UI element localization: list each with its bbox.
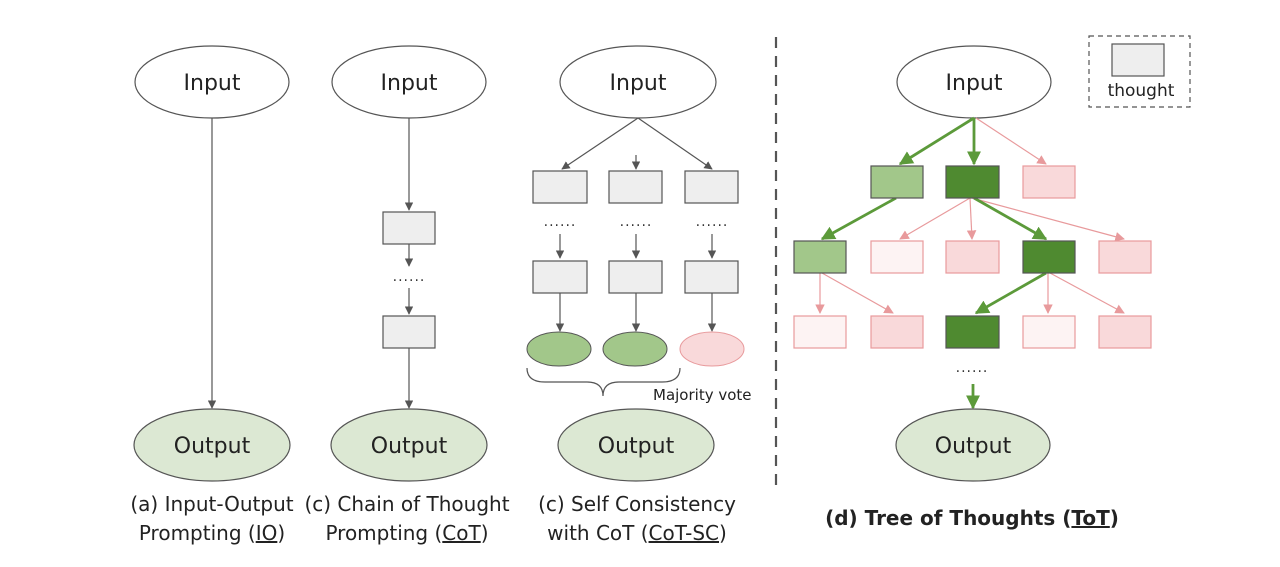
caption-cotsc-line2-post: ) [719,521,727,545]
cotsc-input-label: Input [610,71,667,96]
cotsc-branch-right [637,117,713,170]
caption-cotsc-line1: (c) Self Consistency [538,492,736,516]
caption-cot-line2-pre: Prompting ( [325,521,443,545]
tot-edge-pruned [899,197,971,240]
caption-cotsc-line2: with CoT (CoT-SC) [527,519,747,548]
tot-thought-l2-c [945,240,1000,274]
tot-thought-l3-a [793,315,847,349]
tot-thought-l2-b [870,240,924,274]
tot-input-label: Input [946,71,1003,96]
cotsc-branch-left [561,117,639,170]
caption-cot-line2-post: ) [480,521,489,545]
tot-thought-l2-a [793,240,847,274]
tot-thought-l3-e [1098,315,1152,349]
majority-vote-brace [526,367,681,397]
legend: thought [1088,35,1191,108]
caption-cot: (c) Chain of Thought Prompting (CoT) [297,490,517,548]
caption-tot: (d) Tree of Thoughts (ToT) [812,504,1132,533]
cotsc-thought-m1 [608,170,663,204]
legend-border [1088,35,1191,108]
tot-edge-pruned [966,197,977,240]
caption-tot-abbr: ToT [1071,506,1110,530]
tot-edge-selected [898,116,975,166]
caption-cot-abbr: CoT [442,521,481,545]
caption-io-line2-post: ) [277,521,286,545]
cotsc-answer-r [679,331,745,367]
cot-output-label: Output [371,434,448,459]
caption-cotsc-line2-pre: with CoT ( [547,521,649,545]
cot-diagram: Input ...... Output [330,45,488,482]
caption-cotsc: (c) Self Consistency with CoT (CoT-SC) [527,490,747,548]
tot-edge-selected [974,271,1047,315]
io-output-node [133,408,291,482]
cotsc-thought-l1 [532,170,588,204]
tot-output-label: Output [935,434,1012,459]
tot-dots: ...... [956,360,989,376]
legend-thought-swatch [1111,43,1165,77]
io-diagram: Input Output [133,45,291,482]
cotsc-output-node [557,408,715,482]
tot-edge-pruned [821,272,894,314]
cotsc-answer-m [602,331,668,367]
tot-thought-l1-b [945,165,1000,199]
tot-thought-l1-c [1022,165,1076,199]
caption-io-line2: Prompting (IO) [112,519,312,548]
tot-edge-pruned [971,197,1125,242]
cotsc-diagram: Input ...... ...... ...... Majority vote… [526,45,752,482]
cot-thought-1 [382,211,436,245]
tot-edge-selected [820,196,897,241]
cotsc-dots-r: ...... [696,214,729,230]
cotsc-thought-m2 [608,260,663,294]
tot-thought-l1-a [870,165,924,199]
tot-thought-l2-d [1022,240,1076,274]
caption-io-abbr: IO [255,521,278,545]
tot-thought-l3-b [870,315,924,349]
cotsc-dots-m: ...... [620,214,653,230]
caption-io-line1: (a) Input-Output [130,492,294,516]
legend-thought-label: thought [1108,81,1175,101]
cotsc-dots-l: ...... [544,214,577,230]
tot-edge-selected [973,196,1048,241]
caption-cot-line2: Prompting (CoT) [297,519,517,548]
tot-diagram: Input ...... Output [793,45,1152,482]
tot-edge-pruned [975,117,1047,165]
cot-dots: ...... [393,269,426,285]
caption-tot-pre: (d) Tree of Thoughts ( [825,506,1072,530]
cotsc-answer-l [526,331,592,367]
cot-output-node [330,408,488,482]
cot-thought-2 [382,315,436,349]
caption-cot-line1: (c) Chain of Thought [304,492,510,516]
tot-thought-l3-c [945,315,1000,349]
caption-io-line2-pre: Prompting ( [138,521,256,545]
cotsc-thought-r1 [684,170,739,204]
tot-edge-pruned [1049,272,1125,314]
tot-output-node [895,408,1051,482]
caption-cotsc-abbr: CoT-SC [648,521,720,545]
io-input-label: Input [184,71,241,96]
caption-tot-post: ) [1109,506,1119,530]
cotsc-thought-l2 [532,260,588,294]
cotsc-output-label: Output [598,434,675,459]
caption-io: (a) Input-Output Prompting (IO) [112,490,312,548]
cot-input-label: Input [381,71,438,96]
cotsc-thought-r2 [684,260,739,294]
tot-thought-l3-d [1022,315,1076,349]
majority-vote-label: Majority vote [653,386,752,404]
tot-thought-l2-e [1098,240,1152,274]
io-output-label: Output [174,434,251,459]
